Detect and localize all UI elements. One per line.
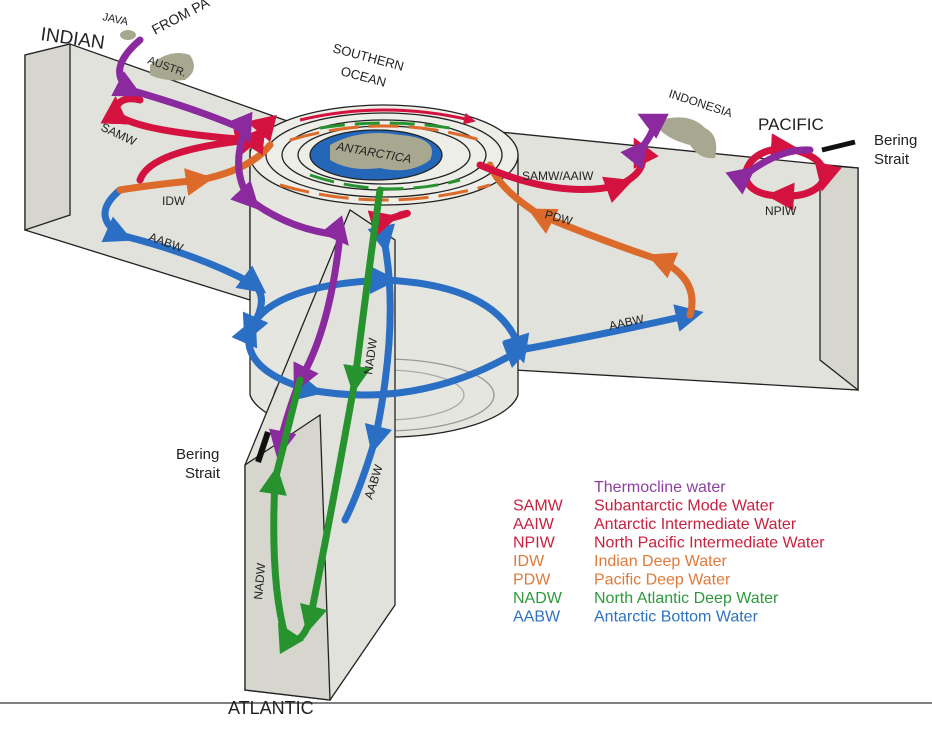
legend-name: North Atlantic Deep Water (594, 590, 779, 607)
label-bering-left-1: Bering (176, 446, 219, 463)
legend-name: North Pacific Intermediate Water (594, 535, 825, 552)
label-atlantic: ATLANTIC (228, 698, 314, 718)
legend-name: Antarctic Bottom Water (594, 609, 759, 626)
bering-strait-arrow-pacific (821, 139, 856, 153)
legend-name: Indian Deep Water (594, 553, 727, 570)
legend-abbr: NPIW (513, 535, 556, 552)
label-indonesia: INDONESIA (667, 87, 734, 121)
legend-item: SAMW Subantarctic Mode Water (513, 498, 775, 515)
legend-item: AAIW Antarctic Intermediate Water (513, 516, 797, 533)
label-bering-right-2: Strait (874, 151, 910, 168)
nadw-current (259, 186, 384, 655)
label-bering-left-2: Strait (185, 465, 221, 482)
legend-item: IDW Indian Deep Water (513, 553, 727, 570)
label-nadw-center: NADW (361, 336, 380, 375)
label-bering-right-1: Bering (874, 132, 917, 149)
label-npiw: NPIW (765, 204, 797, 218)
legend-abbr: NADW (513, 590, 563, 607)
legend-name: Subantarctic Mode Water (594, 498, 775, 515)
legend-abbr: AAIW (513, 516, 555, 533)
label-from-pacific: FROM PA (149, 0, 212, 38)
legend-abbr: PDW (513, 572, 551, 589)
legend-item: AABW Antarctic Bottom Water (513, 609, 759, 626)
java-land (120, 30, 136, 40)
label-java: JAVA (101, 11, 129, 28)
legend-name: Antarctic Intermediate Water (594, 516, 797, 533)
legend-name: Thermocline water (594, 479, 726, 496)
legend-item: PDW Pacific Deep Water (513, 572, 731, 589)
label-samw-aaiw: SAMW/AAIW (522, 169, 594, 183)
label-pacific: PACIFIC (758, 115, 824, 134)
currents (105, 36, 842, 655)
legend-abbr: SAMW (513, 498, 564, 515)
legend-name: Pacific Deep Water (594, 572, 731, 589)
bering-strait-arrow-atlantic (255, 431, 271, 463)
legend-item: Thermocline water (594, 479, 726, 496)
label-idw: IDW (162, 194, 186, 208)
label-nadw-atlantic: NADW (251, 562, 268, 600)
legend-abbr: AABW (513, 609, 561, 626)
legend-item: NADW North Atlantic Deep Water (513, 590, 779, 607)
legend-abbr: IDW (513, 553, 545, 570)
legend-item: NPIW North Pacific Intermediate Water (513, 535, 825, 552)
